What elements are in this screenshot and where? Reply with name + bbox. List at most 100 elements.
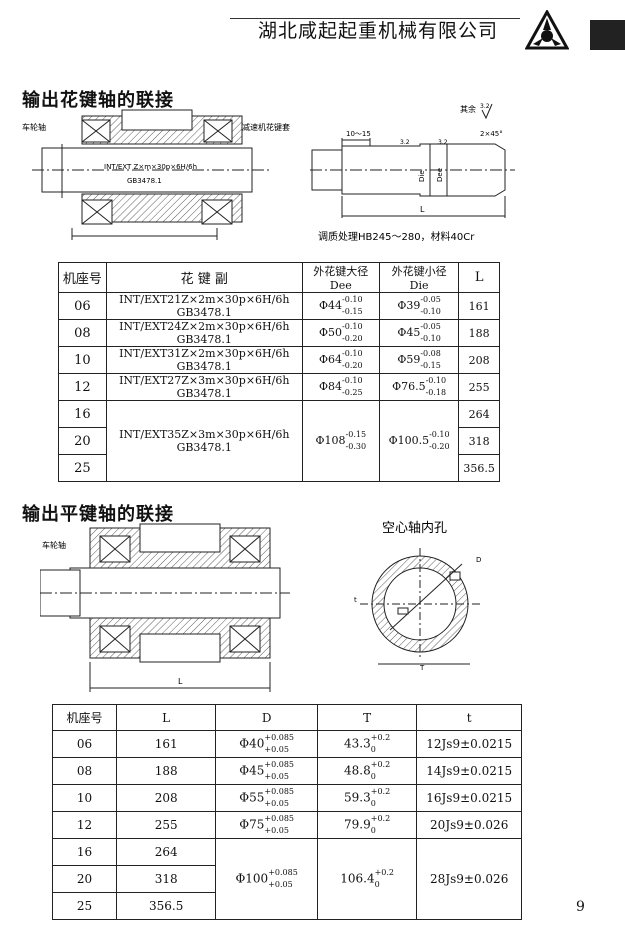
roughness-1: 3.2 [400,139,410,146]
section1-title: 输出花键轴的联接 [22,90,174,111]
cell-d: Φ40+0.085+0.05 [215,730,318,758]
cell-seat: 25 [58,454,107,482]
cell-l: 318 [458,427,500,455]
cell-dee: Φ50-0.10-0.20 [301,319,380,347]
cell-l: 255 [458,373,500,401]
cell-l: 161 [458,292,500,320]
th-seat: 机座号 [58,262,107,293]
heat-treatment-note: 调质处理HB245～280，材料40Cr [318,230,475,243]
flat-key-shaft-drawing: 车轮轴 L [39,522,290,706]
company-name: 湖北咸起起重机械有限公司 [258,20,499,42]
cell-seat: 08 [52,757,117,785]
cell-d: Φ55+0.085+0.05 [215,784,318,812]
dee-label: Dee [436,168,444,182]
cell-die: Φ39-0.05-0.10 [378,292,460,320]
cell-l: 208 [458,346,500,374]
th2-d: D [215,704,318,731]
cell-l: 356.5 [458,454,500,482]
cell-die: Φ45-0.05-0.10 [378,319,460,347]
cell-seat: 20 [58,427,107,455]
section2-title: 输出平键轴的联接 [22,504,174,525]
cell-l: 161 [115,730,217,758]
wheel-shaft-label-2: 车轮轴 [42,540,66,550]
cell-t: 20Js9±0.026 [416,811,522,839]
cell-d: Φ75+0.085+0.05 [215,811,318,839]
cell-seat: 06 [52,730,117,758]
die-label: Die [418,170,426,182]
roughness-2: 3.2 [438,139,448,146]
th2-T: T [316,704,418,731]
cell-seat: 16 [52,838,117,866]
reducer-sleeve-label: 减速机花键套 [242,122,290,132]
hollow-bore-title: 空心轴内孔 [382,520,447,536]
spline-spec-line2: GB3478.1 [127,177,162,185]
cell-dee: Φ108-0.15-0.30 [301,400,380,482]
cell-seat: 10 [58,346,107,374]
cell-seat: 12 [58,373,107,401]
wheel-shaft-label: 车轮轴 [22,122,46,132]
cell-t: 12Js9±0.0215 [416,730,522,758]
t-big-label: T [419,664,425,672]
cell-l: 255 [115,811,217,839]
th2-l: L [115,704,217,731]
length-l-label-2: L [178,677,183,686]
cell-dee: Φ64-0.10-0.20 [301,346,380,374]
cell-seat: 06 [58,292,107,320]
cell-l: 188 [458,319,500,347]
th2-t: t [416,704,522,731]
cell-seat: 08 [58,319,107,347]
cell-die: Φ100.5-0.10-0.20 [378,400,460,482]
t-small-label: t [354,596,357,604]
cell-dee: Φ84-0.10-0.25 [301,373,380,401]
roughness-rest: 3.2 [480,103,490,110]
chamfer-label: 2×45° [480,130,503,138]
rest-label: 其余 [460,104,476,114]
dim-10-15-label: 10～15 [346,130,371,138]
cell-l: 264 [115,838,217,866]
cell-d: Φ45+0.085+0.05 [215,757,318,785]
cell-seat: 12 [52,811,117,839]
cell-l: 318 [115,865,217,893]
spline-spec-line1: INT/EXT Z×m×30p×6H/6h [104,163,197,171]
cell-die: Φ76.5-0.10-0.18 [378,373,460,401]
cell-seat: 20 [52,865,117,893]
spline-shaft-detail: 其余 3.2 10～15 2×45° 3.2 3.2 Die Dee L 调质处… [310,100,525,254]
cell-seat: 25 [52,892,117,920]
d-label: D [476,556,481,564]
corner-tab [590,20,625,50]
hollow-shaft-bore-drawing: 空心轴内孔 D t T [350,518,500,682]
cell-l: 208 [115,784,217,812]
cell-t: 16Js9±0.0215 [416,784,522,812]
cell-l: 188 [115,757,217,785]
cell-dee: Φ44-0.10-0.15 [301,292,380,320]
header-line [230,18,520,19]
th-spline: 花 键 副 [105,262,303,293]
table-row: 20 318 [58,427,500,455]
cell-die: Φ59-0.08-0.15 [378,346,460,374]
page-number: 9 [576,899,585,915]
company-logo-icon [524,8,570,54]
